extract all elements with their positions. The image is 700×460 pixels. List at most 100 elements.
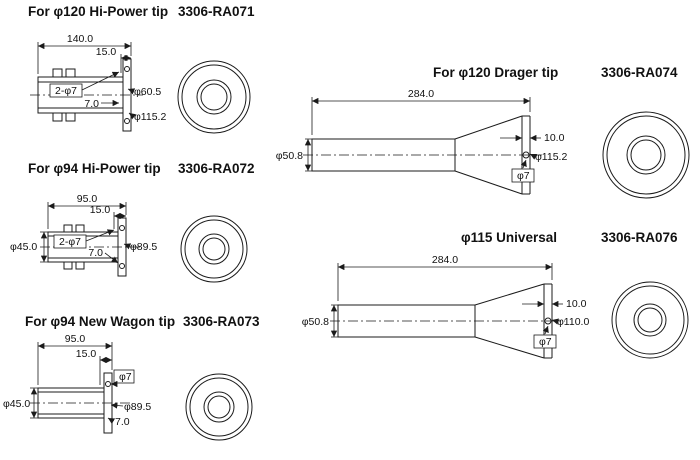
leader-line — [123, 243, 132, 250]
dim-flange-diameter: φ115.2 — [134, 111, 166, 123]
label-box — [511, 168, 535, 183]
bolt-hole — [124, 118, 130, 124]
dim-hole-offset: 7.0 — [88, 247, 103, 259]
bolt-hole — [105, 381, 111, 387]
part-number: 3306-RA073 — [183, 314, 260, 329]
front-view-ra072 — [180, 215, 248, 283]
drawing-ra074: For φ120 Drager tip 3306-RA074 284.0 10.… — [276, 65, 690, 199]
dim-tip-depth: 10.0 — [566, 298, 587, 310]
drawing-title: For φ94 Hi-Power tip — [28, 161, 161, 176]
front-view-ra076 — [611, 281, 689, 359]
drawing-title: For φ94 New Wagon tip — [25, 314, 175, 329]
outer-circle — [185, 373, 253, 441]
bolt-hole — [544, 317, 552, 325]
dim-overall-length: 95.0 — [65, 333, 86, 345]
drawing-title: For φ120 Drager tip — [433, 65, 558, 80]
part-number: 3306-RA074 — [601, 65, 678, 80]
inner-circle — [196, 79, 232, 115]
drawing-ra076: φ115 Universal 3306-RA076 284.0 10.0 φ50… — [302, 230, 689, 359]
clamp-lug — [52, 112, 63, 122]
outer-circle — [611, 281, 689, 359]
leader-line — [85, 229, 115, 242]
dim-overall-length: 95.0 — [77, 193, 98, 205]
side-view-ra073: 95.0 15.0 φ7 φ45.0 φ89.5 7.0 — [3, 333, 151, 434]
drawing-ra071: For φ120 Hi-Power tip 3306-RA071 140.0 1… — [28, 4, 255, 134]
outer-wall-circle — [189, 377, 249, 437]
side-view-ra074: 284.0 10.0 φ50.8 φ115.2 φ7 — [276, 88, 567, 195]
dim-outlet-diameter: φ110.0 — [557, 316, 589, 328]
clamp-lug — [75, 224, 85, 233]
dim-inlet-diameter: φ50.8 — [276, 150, 303, 162]
dim-bolt-hole: φ7 — [539, 336, 552, 348]
dim-overall-length: 284.0 — [432, 254, 458, 266]
bolt-hole — [119, 225, 125, 231]
drawing-ra072: For φ94 Hi-Power tip 3306-RA072 95.0 15.… — [10, 161, 255, 283]
inner-circle — [626, 135, 666, 175]
dim-flange-diameter: φ89.5 — [130, 241, 157, 253]
front-view-ra073 — [185, 373, 253, 441]
dim-flange-diameter: φ89.5 — [124, 401, 151, 413]
dim-flange-offset: 15.0 — [96, 46, 117, 58]
drawing-title: φ115 Universal — [461, 230, 557, 245]
outer-wall-circle — [615, 285, 685, 355]
dim-tip-depth: 10.0 — [544, 132, 565, 144]
dim-outlet-diameter: φ115.2 — [535, 151, 567, 163]
front-view-ra074 — [602, 111, 690, 199]
clamp-lug — [65, 112, 76, 122]
dim-hole-offset: 7.0 — [115, 416, 130, 428]
clamp-lug — [75, 261, 85, 270]
front-view-ra071 — [177, 60, 251, 134]
leader-line — [107, 417, 116, 425]
dim-overall-length: 140.0 — [67, 33, 93, 45]
dim-hole-offset: 7.0 — [84, 98, 99, 110]
leader-line — [542, 325, 549, 335]
dim-inlet-diameter: φ45.0 — [10, 241, 37, 253]
part-number: 3306-RA072 — [178, 161, 255, 176]
inner-circle — [633, 303, 667, 337]
drawing-ra073: For φ94 New Wagon tip 3306-RA073 95.0 15… — [3, 314, 260, 441]
inner-wall-circle — [200, 83, 228, 111]
label-box — [53, 234, 87, 249]
leader-line — [104, 252, 119, 264]
dim-bolt-holes: 2-φ7 — [59, 236, 81, 248]
leader-line — [520, 159, 527, 169]
body-wall-lines — [38, 81, 123, 109]
dim-inlet-diameter: φ50.8 — [302, 316, 329, 328]
label-box — [533, 334, 557, 349]
inner-wall-circle — [630, 139, 662, 171]
side-view-ra072: 95.0 15.0 2-φ7 φ45.0 φ89.5 7.0 — [10, 193, 157, 277]
end-band-outline — [543, 283, 553, 359]
outer-wall-circle — [181, 64, 247, 130]
outer-circle — [180, 215, 248, 283]
leader-line — [81, 71, 120, 91]
side-view-ra071: 140.0 15.0 2-φ7 φ60.5 7.0 φ115.2 — [30, 33, 166, 132]
part-number: 3306-RA076 — [601, 230, 678, 245]
inner-wall-circle — [637, 307, 663, 333]
tube-outline — [337, 304, 475, 338]
outer-circle — [177, 60, 251, 134]
leader-line — [551, 318, 559, 325]
clamp-lug — [63, 261, 73, 270]
outer-wall-circle — [184, 219, 244, 279]
end-band-outline — [521, 115, 531, 195]
dim-body-diameter: φ60.5 — [134, 86, 161, 98]
dim-overall-length: 284.0 — [408, 88, 434, 100]
dim-bolt-hole: φ7 — [517, 170, 530, 182]
side-view-ra076: 284.0 10.0 φ50.8 φ110.0 φ7 — [302, 254, 589, 359]
dim-bolt-hole: φ7 — [119, 371, 132, 383]
label-box — [49, 83, 83, 98]
body-wall-lines — [38, 391, 104, 415]
extension-lines — [37, 42, 132, 74]
dim-inlet-diameter: φ45.0 — [3, 398, 30, 410]
bolt-hole — [119, 263, 125, 269]
dim-flange-offset: 15.0 — [90, 204, 111, 216]
drawing-title: For φ120 Hi-Power tip — [28, 4, 168, 19]
part-number: 3306-RA071 — [178, 4, 255, 19]
dim-bolt-holes: 2-φ7 — [55, 85, 77, 97]
leader-line — [127, 88, 136, 95]
inner-wall-circle — [202, 237, 226, 261]
tube-outline — [311, 138, 455, 172]
leader-line — [529, 153, 538, 160]
clamp-lug — [63, 224, 73, 233]
